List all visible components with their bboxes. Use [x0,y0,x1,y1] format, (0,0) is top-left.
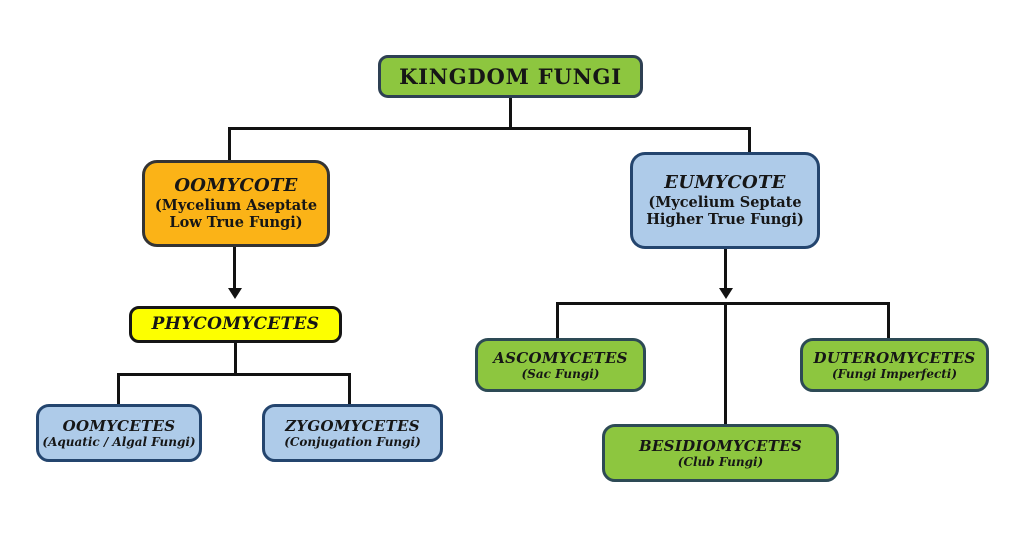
node-ascomycetes: ASCOMYCETES (Sac Fungi) [475,338,646,392]
node-besidiomycetes: BESIDIOMYCETES (Club Fungi) [602,424,839,482]
node-subtitle: Low True Fungi) [169,214,303,232]
node-subtitle: (Mycelium Septate [648,193,802,211]
node-title: BESIDIOMYCETES [638,436,803,455]
connector-to-oomycote [228,127,231,162]
connector-to-ascomycetes [556,302,559,338]
node-title: EUMYCOTE [664,171,786,193]
connector-phycomycetes-stem [234,343,237,375]
node-subtitle: (Fungi Imperfecti) [831,366,958,381]
connector-to-zygomycetes [348,373,351,404]
node-title: ZYGOMYCETES [285,416,420,435]
node-subtitle: (Mycelium Aseptate [154,196,318,214]
node-title: OOMYCOTE [174,174,298,196]
connector-kingdom-stem [509,97,512,130]
node-oomycetes: OOMYCETES (Aquatic / Algal Fungi) [36,404,202,462]
node-title: OOMYCETES [62,416,176,435]
node-subtitle: (Aquatic / Algal Fungi) [42,434,196,449]
connector-right-horizontal [556,302,890,305]
node-phycomycetes: PHYCOMYCETES [129,306,342,343]
node-zygomycetes: ZYGOMYCETES (Conjugation Fungi) [262,404,443,462]
node-subtitle: (Sac Fungi) [521,366,600,381]
connector-left-horizontal [117,373,351,376]
connector-top-horizontal [228,127,751,130]
arrow-oomycote-to-phycomycetes [233,247,236,289]
arrowhead-down-icon [719,288,733,299]
connector-to-duteromycetes [887,302,890,338]
connector-to-oomycetes [117,373,120,404]
node-title: ASCOMYCETES [493,348,628,367]
connector-to-besidiomycetes [724,302,727,424]
node-subtitle: (Conjugation Fungi) [284,434,421,449]
node-duteromycetes: DUTEROMYCETES (Fungi Imperfecti) [800,338,989,392]
node-title: DUTEROMYCETES [813,348,976,367]
arrow-eumycote-to-branches [724,249,727,289]
arrowhead-down-icon [228,288,242,299]
node-subtitle: Higher True Fungi) [646,211,804,229]
node-title: KINGDOM FUNGI [399,63,622,89]
node-oomycote: OOMYCOTE (Mycelium Aseptate Low True Fun… [142,160,330,247]
node-eumycote: EUMYCOTE (Mycelium Septate Higher True F… [630,152,820,249]
node-kingdom-fungi: KINGDOM FUNGI [378,55,643,98]
node-subtitle: (Club Fungi) [677,454,764,469]
node-title: PHYCOMYCETES [151,314,320,335]
connector-to-eumycote [748,127,751,154]
